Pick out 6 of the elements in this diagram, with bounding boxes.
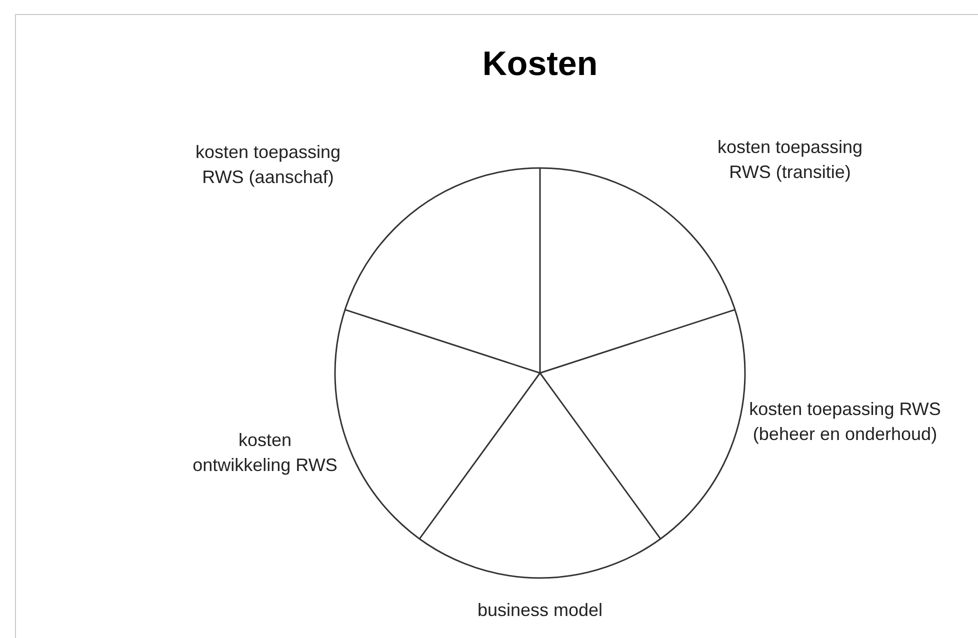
segment-label: kosten toepassing RWS (transitie) [716,136,864,184]
segment-label: business model [476,599,604,622]
segment-label: kosten toepassing RWS (aanschaf) [194,141,342,190]
segment-label: kosten ontwikkeling RWS [192,429,338,478]
title: Kosten [482,45,598,84]
segment-label: kosten toepassing RWS (beheer en onderhoud) [748,398,942,446]
